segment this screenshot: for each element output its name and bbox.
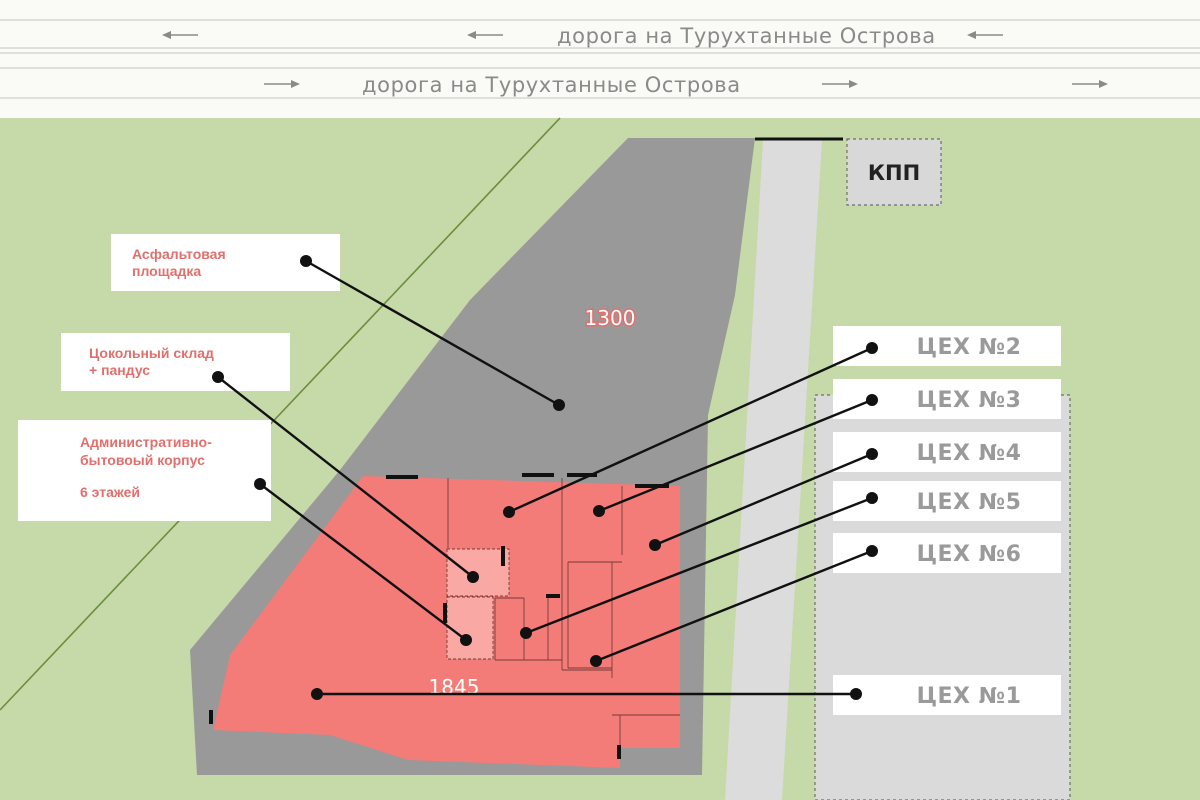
asphalt-area-value-outline: 1300	[585, 306, 636, 330]
warehouse-room	[446, 548, 510, 597]
asphalt-area-value: 1300	[585, 306, 636, 330]
leader-dots	[212, 255, 878, 700]
leader-warehouse	[217, 376, 474, 578]
dot	[850, 688, 862, 700]
label-admin-line3: 6 этажей	[80, 484, 140, 500]
door-marks	[209, 473, 669, 759]
dot	[553, 399, 565, 411]
dot	[254, 478, 266, 490]
dot	[866, 545, 878, 557]
dot	[649, 539, 661, 551]
workshop-label: ЦЕХ №6	[917, 542, 1022, 567]
right-arrow-icon	[264, 80, 300, 88]
dot	[520, 627, 532, 639]
dot	[593, 505, 605, 517]
label-warehouse-line2: + пандус	[89, 362, 150, 378]
leader-admin	[259, 483, 467, 641]
label-asphalt: Асфальтовая площадка	[111, 234, 340, 291]
dot	[866, 448, 878, 460]
label-warehouse-line1: Цокольный склад	[89, 345, 214, 361]
dot	[460, 634, 472, 646]
label-asphalt-line2: площадка	[132, 263, 201, 279]
dot	[503, 506, 515, 518]
leader-workshop-2	[508, 346, 873, 514]
left-arrow-icon	[967, 31, 1003, 39]
dot	[866, 394, 878, 406]
workshop-label: ЦЕХ №5	[917, 490, 1022, 515]
leader-workshop-5	[525, 496, 873, 635]
checkpoint-box	[846, 138, 942, 206]
label-workshop-4: ЦЕХ №4	[833, 432, 1061, 472]
label-workshop-1: ЦЕХ №1	[833, 675, 1061, 715]
road-label-lower: дорога на Турухтанные Острова	[362, 73, 741, 97]
right-arrow-icon	[1072, 80, 1108, 88]
dot	[866, 492, 878, 504]
leader-workshop-6	[595, 549, 873, 663]
dot	[212, 371, 224, 383]
access-road	[725, 140, 822, 800]
dot	[590, 655, 602, 667]
leader-lines	[217, 259, 873, 696]
right-arrow-icon	[822, 80, 858, 88]
road-label-upper: дорога на Турухтанные Острова	[557, 24, 936, 48]
label-admin-line1: Административно-	[80, 434, 212, 450]
leader-asphalt	[305, 259, 560, 407]
leader-workshop-3	[598, 398, 873, 513]
checkpoint-label: КПП	[868, 161, 920, 185]
workshop-label: ЦЕХ №3	[917, 388, 1022, 413]
workshop-label: ЦЕХ №4	[917, 441, 1022, 466]
left-arrow-icon	[467, 31, 503, 39]
label-box	[61, 333, 290, 391]
label-admin: Административно- бытовоый корпус 6 этаже…	[18, 420, 271, 521]
dot	[467, 571, 479, 583]
label-warehouse: Цокольный склад + пандус	[61, 333, 290, 391]
road-band: дорога на Турухтанные Острова дорога на …	[0, 0, 1200, 118]
dot	[300, 255, 312, 267]
leader-workshop-4	[654, 452, 873, 547]
label-box	[18, 420, 271, 521]
site-boundary-line	[0, 117, 561, 711]
dot	[866, 342, 878, 354]
road-surface	[0, 0, 1200, 118]
left-arrow-icon	[162, 31, 198, 39]
dot	[311, 688, 323, 700]
admin-room	[446, 596, 494, 660]
checkpoint: КПП	[846, 138, 942, 206]
workshop-label: ЦЕХ №2	[917, 335, 1022, 360]
workshop-label: ЦЕХ №1	[917, 684, 1022, 709]
label-workshop-6: ЦЕХ №6	[833, 533, 1061, 573]
building-area-value: 1845	[429, 675, 480, 699]
label-admin-line2: бытовоый корпус	[80, 452, 205, 468]
label-asphalt-line1: Асфальтовая	[132, 246, 226, 262]
